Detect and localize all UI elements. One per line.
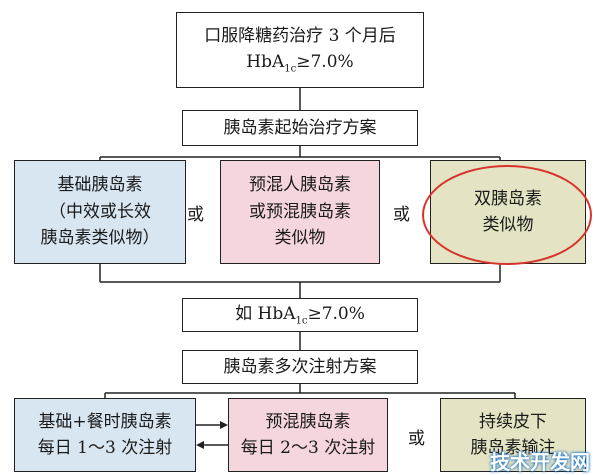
premix-line-3: 类似物 — [274, 228, 326, 249]
basal-line-1: 基础胰岛素 — [57, 175, 143, 196]
pump-line-2: 胰岛素输注 — [470, 438, 556, 458]
insulin-start-box: 胰岛素起始治疗方案 — [182, 110, 418, 146]
premix-multi-line-1: 预混胰岛素 — [265, 411, 351, 432]
top-condition-line2: HbA1c≥7.0% — [246, 52, 354, 75]
pump-box: 持续皮下 胰岛素输注 — [440, 398, 586, 472]
highlight-ellipse — [422, 165, 592, 265]
top-condition-line1: 口服降糖药治疗 3 个月后 — [204, 25, 396, 46]
mid-condition-box: 如 HbA1c≥7.0% — [182, 298, 418, 332]
basal-bolus-line-2: 每日 1～3 次注射 — [37, 438, 173, 458]
premix-multi-line-2: 每日 2～3 次注射 — [240, 438, 376, 458]
basal-insulin-box: 基础胰岛素 （中效或长效 胰岛素类似物） — [14, 160, 186, 264]
top-condition-box: 口服降糖药治疗 3 个月后 HbA1c≥7.0% — [176, 12, 424, 88]
multi-injection-box: 胰岛素多次注射方案 — [182, 350, 418, 384]
premix-multi-box: 预混胰岛素 每日 2～3 次注射 — [228, 398, 388, 472]
watermark-logo: 技术开发网 — [490, 450, 590, 474]
insulin-start-label: 胰岛素起始治疗方案 — [223, 117, 377, 138]
premix-insulin-box: 预混人胰岛素 或预混胰岛素 类似物 — [220, 160, 380, 264]
pump-line-1: 持续皮下 — [479, 411, 547, 432]
multi-injection-label: 胰岛素多次注射方案 — [223, 356, 377, 377]
basal-bolus-line-1: 基础+餐时胰岛素 — [38, 411, 172, 432]
premix-line-1: 预混人胰岛素 — [249, 175, 351, 196]
basal-bolus-box: 基础+餐时胰岛素 每日 1～3 次注射 — [14, 398, 196, 472]
premix-line-2: 或预混胰岛素 — [249, 201, 351, 222]
basal-line-3: 胰岛素类似物） — [40, 228, 160, 249]
or-label-1: 或 — [187, 205, 204, 225]
mid-condition-label: 如 HbA1c≥7.0% — [235, 304, 365, 327]
or-label-2: 或 — [393, 205, 410, 225]
basal-line-2: （中效或长效 — [49, 201, 151, 222]
or-label-3: 或 — [408, 429, 425, 449]
